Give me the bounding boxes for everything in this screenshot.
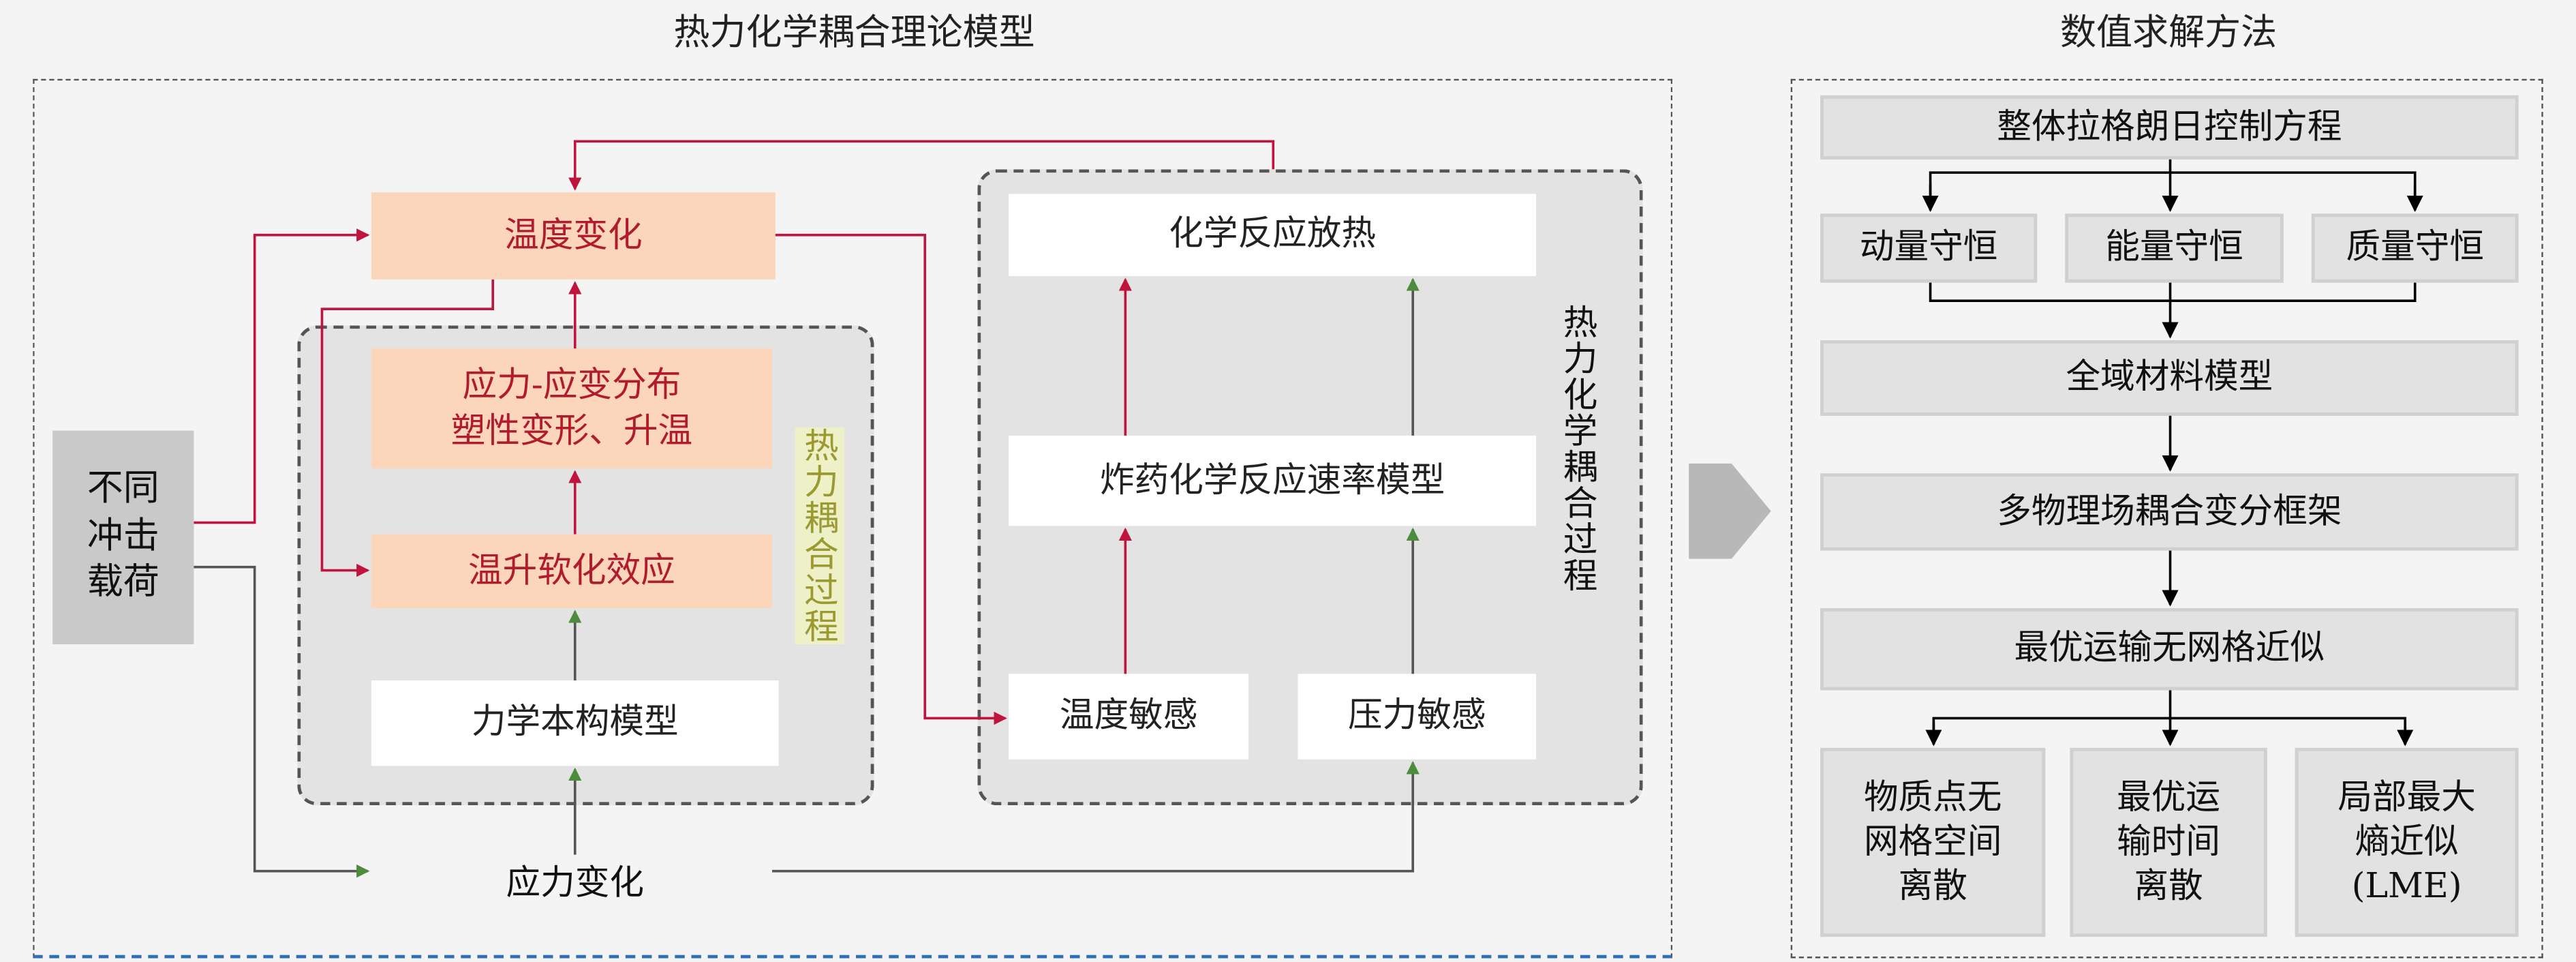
black-arrows bbox=[1922, 159, 2423, 747]
stress-change-text: 应力变化 bbox=[506, 863, 644, 903]
thermal-softening-box: 温升软化效应 bbox=[371, 534, 773, 608]
stress-strain-line1: 应力-应变分布 bbox=[462, 365, 681, 405]
lagrange-box: 整体拉格朗日控制方程 bbox=[1820, 95, 2519, 160]
left-panel-title: 热力化学耦合理论模型 bbox=[673, 13, 1035, 55]
method-line: 熵近似 bbox=[2355, 821, 2459, 861]
material-model-box: 全域材料模型 bbox=[1820, 340, 2519, 416]
method-box-ot-time: 最优运 输时间 离散 bbox=[2070, 747, 2267, 937]
mass-box: 质量守恒 bbox=[2311, 213, 2519, 283]
thermo-chem-label: 热力化学耦合过程 bbox=[1559, 303, 1599, 594]
method-line: 网格空间 bbox=[1863, 821, 2002, 861]
method-line: 输时间 bbox=[2117, 821, 2221, 861]
chem-heat-box: 化学反应放热 bbox=[1009, 194, 1537, 276]
left-panel-frame bbox=[33, 78, 1673, 959]
load-box: 不同冲击载荷 bbox=[52, 430, 194, 644]
reaction-rate-model-box: 炸药化学反应速率模型 bbox=[1009, 435, 1537, 526]
red-arrows bbox=[194, 140, 1275, 725]
momentum-box: 动量守恒 bbox=[1820, 213, 2038, 283]
right-panel-frame bbox=[1790, 78, 2543, 959]
method-line: 离散 bbox=[2134, 866, 2203, 906]
stress-strain-box: 应力-应变分布 塑性变形、升温 bbox=[371, 348, 773, 469]
pressure-sensitive-box: 压力敏感 bbox=[1298, 674, 1537, 760]
ot-meshfree-box: 最优运输无网格近似 bbox=[1820, 607, 2519, 691]
temp-sensitive-box: 温度敏感 bbox=[1009, 674, 1249, 760]
variational-box: 多物理场耦合变分框架 bbox=[1820, 473, 2519, 551]
right-panel-title: 数值求解方法 bbox=[2059, 13, 2278, 55]
big-arrow-icon bbox=[1689, 463, 1771, 559]
stress-strain-line2: 塑性变形、升温 bbox=[450, 410, 693, 450]
energy-box: 能量守恒 bbox=[2065, 213, 2284, 283]
method-line: 最优运 bbox=[2117, 777, 2221, 817]
temperature-change-box: 温度变化 bbox=[371, 192, 776, 280]
method-line: (LME) bbox=[2351, 866, 2462, 906]
thermo-mech-label: 热力耦合过程 bbox=[795, 427, 845, 644]
constitutive-model-box: 力学本构模型 bbox=[371, 680, 779, 766]
method-box-mpm: 物质点无 网格空间 离散 bbox=[1820, 747, 2046, 937]
method-line: 局部最大 bbox=[2337, 777, 2476, 817]
green-arrows bbox=[194, 277, 1420, 878]
method-line: 物质点无 bbox=[1863, 777, 2002, 817]
method-box-lme: 局部最大 熵近似 (LME) bbox=[2295, 747, 2519, 937]
method-line: 离散 bbox=[1898, 866, 1967, 906]
